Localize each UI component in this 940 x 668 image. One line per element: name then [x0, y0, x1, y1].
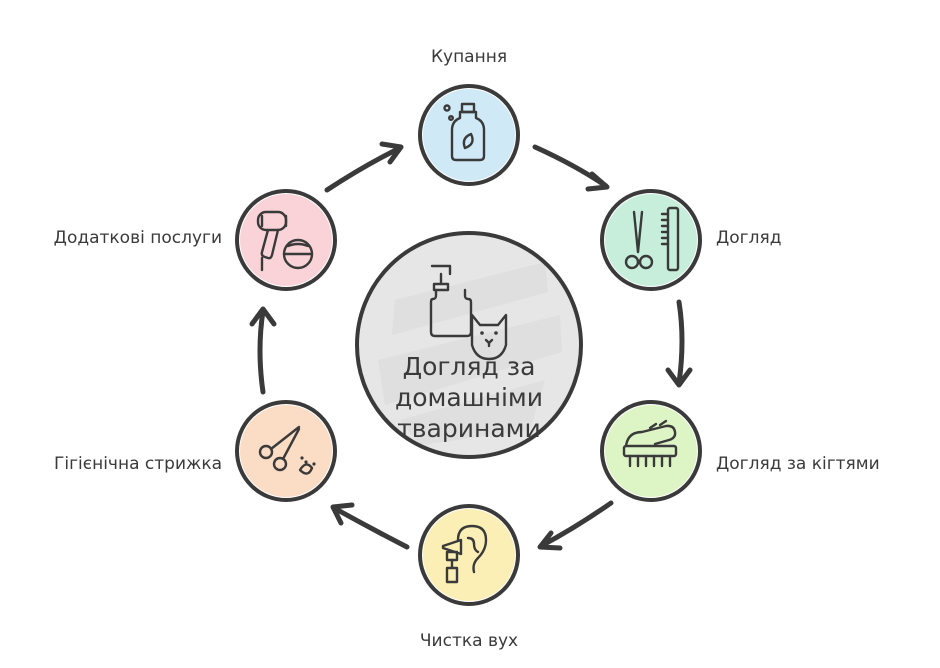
arrow-ear-cleaning-to-haircut	[330, 502, 410, 550]
node-extra-fill	[240, 194, 332, 286]
node-ear-cleaning-label: Чистка вух	[420, 631, 518, 651]
node-nail-care-fill	[605, 405, 697, 497]
node-bathing: Купання	[418, 47, 520, 186]
cycle-arrows	[249, 141, 693, 551]
center-node: Догляд за домашніми тваринами	[355, 231, 583, 459]
arrow-nail-care-to-ear-cleaning	[537, 500, 614, 551]
node-nail-care-ring	[600, 400, 702, 502]
arrow-haircut-to-extra	[249, 306, 277, 395]
dryer-icon	[256, 210, 314, 272]
center-title-line-1: Догляд за	[403, 352, 536, 381]
node-haircut-label: Гігієнічна стрижка	[54, 454, 222, 474]
node-extra-services: Додаткові послуги	[54, 189, 337, 291]
scissors-icon	[258, 425, 316, 475]
center-ring	[355, 231, 583, 459]
node-ear-cleaning-fill	[423, 509, 515, 601]
scissors-comb-icon	[624, 206, 680, 272]
center-title-line-2: домашніми	[395, 383, 543, 412]
arrow-extra-to-bathing	[324, 141, 404, 193]
node-ear-cleaning: Чистка вух	[418, 504, 520, 651]
node-grooming: Догляд	[600, 189, 781, 291]
arrow-grooming-to-nail-care	[665, 299, 693, 388]
center-title-line-3: тваринами	[397, 414, 541, 443]
node-bathing-label: Купання	[431, 47, 507, 67]
pet-care-icon	[429, 264, 508, 361]
node-hygienic-haircut: Гігієнічна стрижка	[54, 400, 337, 502]
node-extra-label: Додаткові послуги	[54, 228, 222, 248]
node-nail-care-label: Догляд за кігтями	[716, 454, 880, 474]
center-texture	[378, 262, 562, 445]
node-bathing-ring	[418, 84, 520, 186]
node-extra-ring	[235, 189, 337, 291]
node-ear-cleaning-ring	[418, 504, 520, 606]
shampoo-bottle-icon	[443, 102, 486, 162]
arrow-bathing-to-grooming	[532, 144, 610, 192]
node-grooming-label: Догляд	[716, 228, 781, 248]
node-grooming-ring	[600, 189, 702, 291]
node-grooming-fill	[605, 194, 697, 286]
node-nail-care: Догляд за кігтями	[600, 400, 880, 502]
ear-cleaner-icon	[441, 524, 488, 584]
paw-brush-icon	[622, 419, 678, 468]
node-haircut-ring	[235, 400, 337, 502]
